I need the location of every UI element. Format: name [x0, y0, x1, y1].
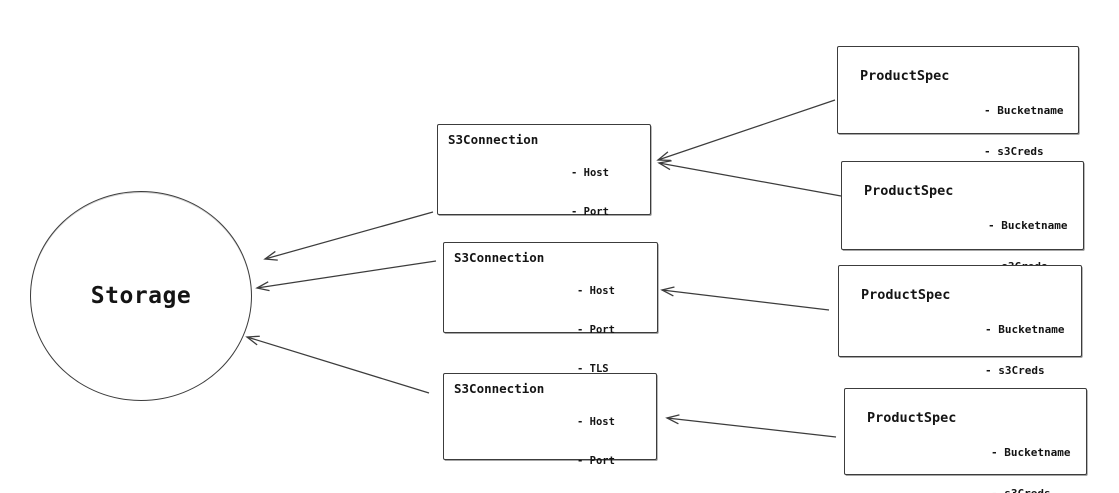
attribute-tls: - TLS — [577, 363, 609, 375]
product-spec-attributes: - Bucketname - s3Creds — [985, 296, 1064, 404]
arrow-s3connection2-to-storage — [255, 260, 437, 292]
attribute-s3creds: - s3Creds — [985, 363, 1045, 377]
attribute-host: - Host — [571, 167, 609, 179]
attribute-bucketname: - Bucketname — [984, 104, 1064, 117]
arrow-productspec1-to-s3connection1 — [656, 99, 836, 162]
product-spec-title: ProductSpec — [861, 287, 951, 303]
product-spec-title: ProductSpec — [860, 68, 950, 84]
s3-connection-title: S3Connection — [454, 381, 545, 396]
attribute-host: - Host — [577, 285, 615, 297]
node-product-spec-4: ProductSpec - Bucketname - s3Creds — [844, 388, 1087, 493]
product-spec-title: ProductSpec — [867, 410, 957, 426]
node-product-spec-1: ProductSpec - Bucketname - s3Creds — [837, 46, 1079, 158]
attribute-s3creds: - s3Creds — [984, 144, 1044, 158]
node-s3-connection-2: S3Connection - Host - Port - TLS — [443, 242, 658, 375]
arrow-productspec2-to-s3connection1 — [657, 160, 842, 197]
node-storage: Storage — [30, 191, 252, 401]
node-product-spec-2: ProductSpec - Bucketname - s3Creds — [841, 161, 1084, 273]
attribute-s3creds: - s3Creds — [991, 486, 1051, 493]
s3-connection-attributes: - Host - Port - TLS — [577, 390, 615, 493]
attribute-bucketname: - Bucketname — [991, 446, 1071, 459]
attribute-port: - Port — [571, 206, 609, 218]
attribute-bucketname: - Bucketname — [985, 323, 1065, 336]
storage-label: Storage — [90, 283, 192, 309]
s3-connection-title: S3Connection — [448, 132, 539, 147]
arrow-productspec3-to-s3connection2 — [660, 286, 830, 311]
product-spec-title: ProductSpec — [864, 183, 954, 199]
arrow-s3connection3-to-storage — [245, 335, 430, 394]
s3-connection-title: S3Connection — [454, 250, 545, 265]
node-s3-connection-1: S3Connection - Host - Port - TLS — [437, 124, 651, 257]
product-spec-attributes: - Bucketname - s3Creds — [984, 77, 1063, 185]
attribute-port: - Port — [577, 455, 615, 467]
attribute-bucketname: - Bucketname — [988, 219, 1068, 232]
arrow-productspec4-to-s3connection3 — [665, 414, 837, 438]
attribute-port: - Port — [577, 324, 615, 336]
arrow-s3connection1-to-storage — [263, 211, 434, 261]
s3-connection-attributes: - Host - Port - TLS — [577, 259, 615, 402]
attribute-host: - Host — [577, 416, 615, 428]
node-product-spec-3: ProductSpec - Bucketname - s3Creds — [838, 265, 1082, 377]
node-s3-connection-3: S3Connection - Host - Port - TLS — [443, 373, 657, 467]
product-spec-attributes: - Bucketname - s3Creds — [991, 419, 1070, 493]
